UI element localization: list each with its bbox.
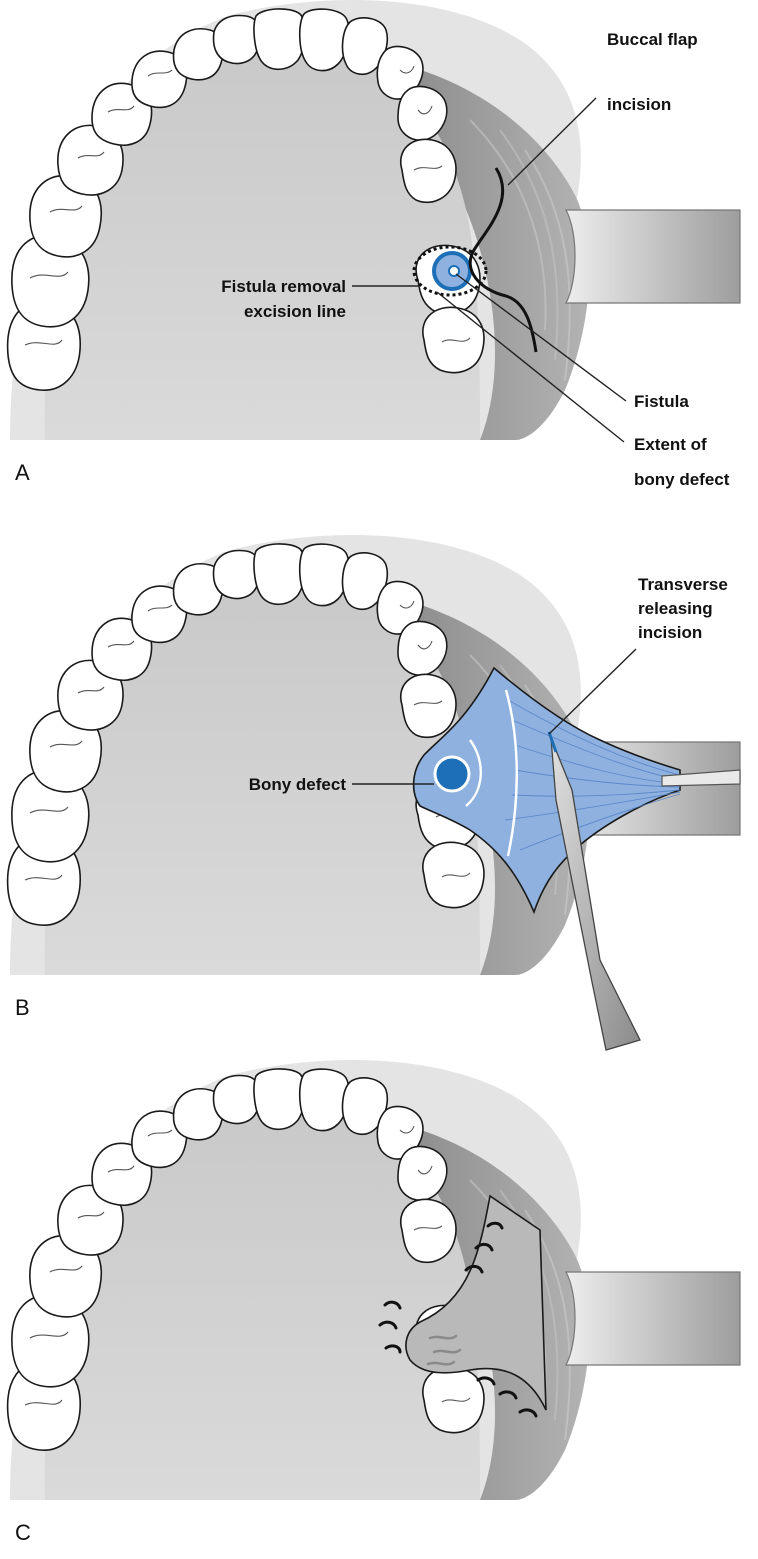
panel-a: Buccal flap incision Fistula removal exc… — [8, 0, 740, 489]
panel-letter-c: C — [15, 1520, 31, 1545]
label-fistula: Fistula — [634, 392, 689, 411]
retractor-c — [566, 1272, 740, 1365]
label-bony-defect: Bony defect — [249, 775, 347, 794]
label-transverse-2: releasing — [638, 599, 713, 618]
label-fistula-removal-2: excision line — [244, 302, 346, 321]
panel-letter-a: A — [15, 460, 30, 485]
label-fistula-removal-1: Fistula removal — [221, 277, 346, 296]
label-transverse-1: Transverse — [638, 575, 728, 594]
label-extent-2: bony defect — [634, 470, 730, 489]
retractor-a — [566, 210, 740, 303]
label-buccal-flap-2: incision — [607, 95, 671, 114]
label-transverse-3: incision — [638, 623, 702, 642]
label-buccal-flap-1: Buccal flap — [607, 30, 698, 49]
panel-b: Transverse releasing incision Bony defec… — [8, 535, 740, 1050]
panel-c: C — [8, 1060, 740, 1545]
label-extent-1: Extent of — [634, 435, 707, 454]
panel-letter-b: B — [15, 995, 30, 1020]
bony-defect-marker — [435, 757, 469, 791]
